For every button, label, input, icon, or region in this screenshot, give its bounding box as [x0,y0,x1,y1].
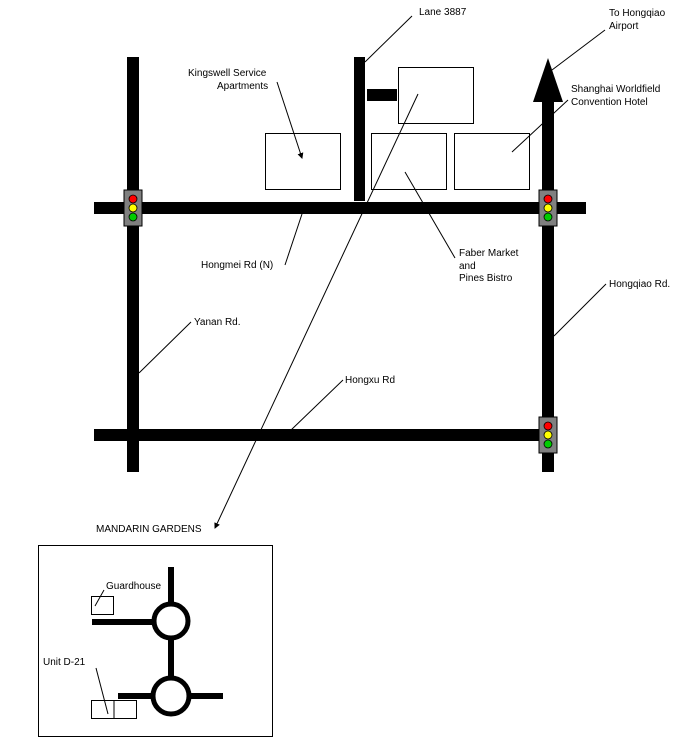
inset-road-lower-right [190,693,223,699]
lane-3887-stub [367,89,397,101]
inset-road-connector [168,638,174,678]
airport-direction-arrow-icon [533,58,563,102]
traffic-light-icon [538,189,558,227]
traffic-light-icon [538,416,558,454]
hongqiao-leader-line [553,283,607,337]
faber-label-line1: Faber Market [459,248,519,259]
yanan-leader-line [138,321,192,374]
inset-road-top-vertical [168,567,174,603]
shanghai-label-line1: Shanghai Worldfield [571,84,660,95]
hongxu-leader-line [289,379,344,432]
shanghai-leader-line [511,99,569,153]
unit-label: Unit D-21 [43,657,86,668]
roads [94,57,586,472]
map-labels: Lane 3887 To Hongqiao Airport Kingswell … [96,7,670,535]
lane-3887-road [354,57,365,201]
unit-leader-line [95,667,109,715]
hongmei-road [94,202,586,214]
faber-label-line3: Pines Bistro [459,273,513,284]
shanghai-worldfield-building [454,133,530,190]
guardhouse-leader-line [94,589,105,607]
leader-lines [138,15,607,529]
faber-label-line2: and [459,261,476,272]
hongqiao-road-label: Hongqiao Rd. [609,279,670,290]
kingswell-building [265,133,341,190]
mandarin-gardens-label: MANDARIN GARDENS [96,524,202,535]
hongxu-label: Hongxu Rd [345,375,395,386]
mandarin-gardens-inset: Guardhouse Unit D-21 [38,545,273,737]
lane-leader-line [364,15,413,63]
kingswell-label-line2: Apartments [217,81,268,92]
hongxu-road [94,429,554,441]
hongqiao-road [542,100,554,472]
shanghai-label-line2: Convention Hotel [571,97,648,108]
faber-leader-line [404,171,456,259]
guardhouse-building [91,596,114,615]
traffic-light-icon [123,189,143,227]
inset-road-upper-branch [92,619,152,625]
lane-label: Lane 3887 [419,7,467,18]
roundabout-upper-icon [151,601,191,641]
airport-label-line2: Airport [609,21,639,32]
yanan-label: Yanan Rd. [194,317,241,328]
hongmei-leader-line [284,213,303,266]
guardhouse-label: Guardhouse [106,581,161,592]
roundabout-lower-icon [150,675,192,717]
kingswell-label-line1: Kingswell Service [188,68,267,79]
airport-label-line1: To Hongqiao [609,8,666,19]
buildings [265,67,530,190]
faber-market-building [371,133,447,190]
mandarin-leader-line [214,93,419,529]
inset-road-lower-left [118,693,151,699]
yanan-road [127,57,139,472]
airport-leader-line [551,29,606,71]
kingswell-leader-line [276,81,304,159]
hongmei-label: Hongmei Rd (N) [201,260,273,271]
lane-3887-building [398,67,474,124]
